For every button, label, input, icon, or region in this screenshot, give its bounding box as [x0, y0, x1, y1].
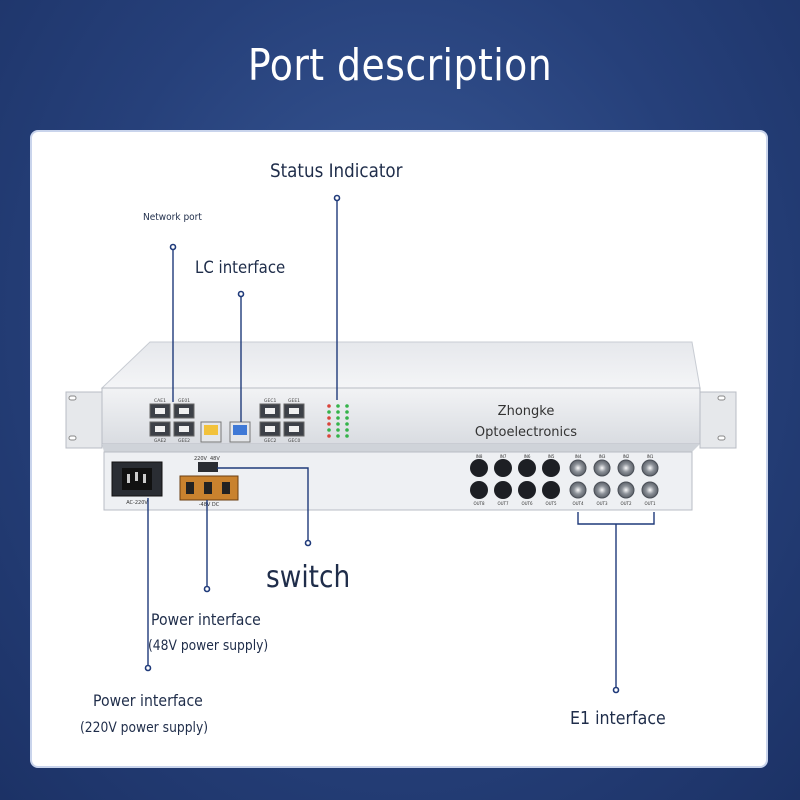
label-power-220: Power interface [93, 691, 203, 710]
bnc-out-label: OUT3 [596, 501, 608, 506]
lc-interface-ports [200, 421, 251, 443]
power-switch [198, 462, 218, 472]
e1-bnc-connectors [569, 459, 659, 499]
port-label: GEE1 [288, 398, 300, 404]
port-label: GE01 [178, 398, 190, 404]
bnc-out-label: OUT5 [545, 501, 557, 506]
callout-lines [147, 198, 655, 690]
bnc-in-label: IN5 [548, 454, 555, 459]
label-network-port: Network port [143, 212, 202, 223]
page-title: Port description [247, 40, 553, 91]
e1-covered-ports [470, 459, 560, 499]
port-label: GEE2 [178, 438, 190, 444]
brand-line-2: Optoelectronics [475, 425, 577, 440]
brand-line-1: Zhongke [498, 404, 555, 419]
label-power-220-sub: (220V power supply) [80, 720, 209, 736]
bnc-out-label: OUT4 [572, 501, 584, 506]
status-leds [327, 404, 349, 438]
bnc-in-label: IN1 [647, 454, 654, 459]
dc-label: -48V DC [199, 502, 220, 508]
label-lc-interface: LC interface [195, 258, 286, 278]
bnc-in-label: IN2 [623, 454, 630, 459]
bnc-in-label: IN4 [575, 454, 582, 459]
port-label: CAE1 [154, 398, 166, 404]
chassis-side [102, 444, 700, 452]
label-switch: switch [266, 560, 351, 595]
port-label: GAE2 [154, 438, 166, 444]
port-label: GEC1 [264, 398, 276, 404]
label-status-indicator: Status Indicator [270, 160, 403, 182]
ac-label: AC-220V [126, 500, 148, 506]
bnc-out-label: OUT6 [521, 501, 533, 506]
label-power-48: Power interface [151, 610, 261, 629]
bnc-out-label: OUT1 [644, 501, 656, 506]
callout-dots [144, 194, 620, 694]
bnc-in-label: IN8 [476, 454, 483, 459]
diagram-card: CAE1 GE01 GEC1 GEE1 GAE2 GEE2 GEC2 GEC0 … [30, 130, 768, 768]
switch-label: 220V [194, 456, 208, 462]
bnc-in-label: IN7 [500, 454, 507, 459]
label-e1-interface: E1 interface [570, 708, 666, 729]
bnc-out-label: OUT8 [473, 501, 485, 506]
label-power-48-sub: (48V power supply) [148, 638, 269, 654]
chassis-top [100, 341, 701, 389]
device-illustration: CAE1 GE01 GEC1 GEE1 GAE2 GEE2 GEC2 GEC0 … [65, 194, 737, 694]
bnc-out-label: OUT7 [497, 501, 509, 506]
bnc-in-label: IN6 [524, 454, 531, 459]
port-label: GEC2 [264, 438, 276, 444]
ac-power-inlet [111, 461, 163, 497]
port-label: GEC0 [288, 438, 300, 444]
bnc-out-label: OUT2 [620, 501, 632, 506]
switch-label: 48V [210, 456, 220, 462]
bnc-in-label: IN3 [599, 454, 606, 459]
